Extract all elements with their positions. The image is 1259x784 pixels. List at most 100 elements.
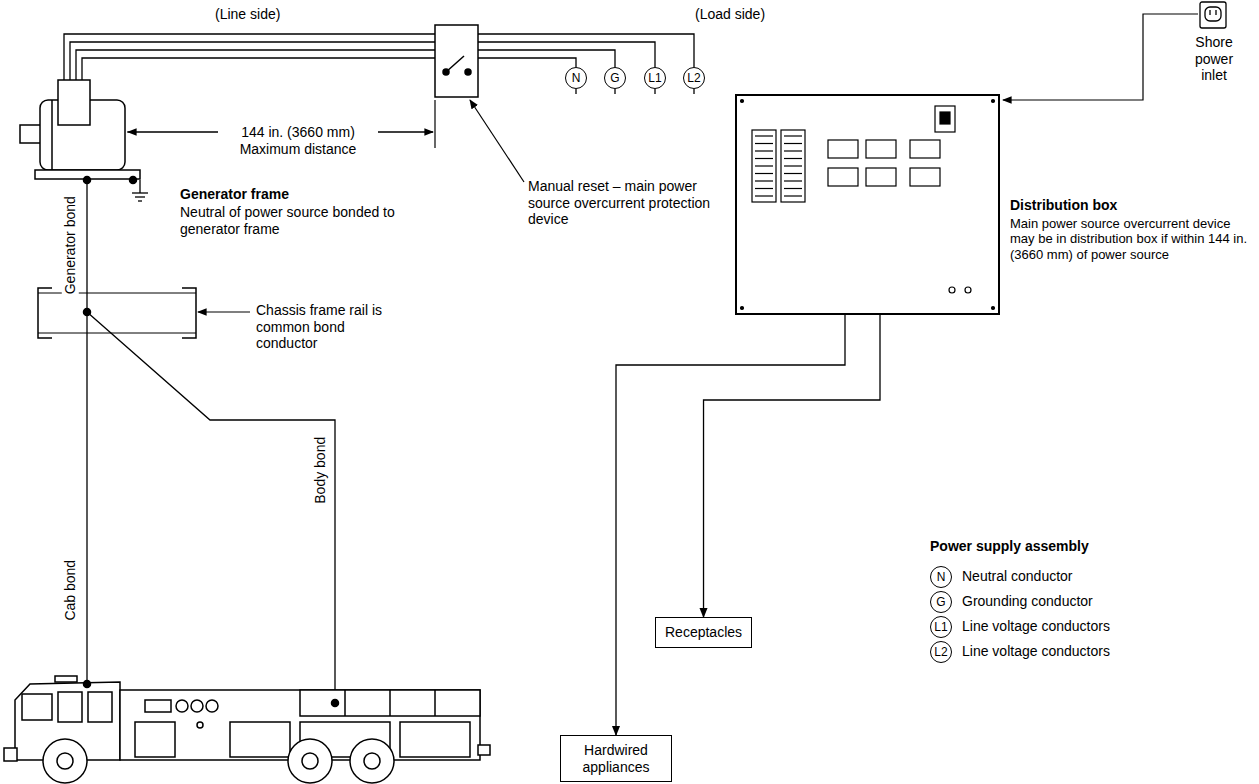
terminal-circle: L1 — [644, 67, 666, 89]
ground-symbol — [138, 200, 142, 201]
leader-lines — [198, 14, 1198, 312]
connector — [704, 315, 880, 617]
chassis-rail — [38, 333, 196, 334]
terminal-circle: G — [604, 67, 626, 89]
terminal-circle: L2 — [683, 67, 705, 89]
distribution-panel — [784, 135, 802, 136]
fire-truck — [57, 753, 73, 769]
distribution-panel — [755, 165, 773, 166]
annotation: Shore power inlet — [1183, 34, 1245, 84]
distribution-panel — [949, 287, 955, 293]
annotation: Neutral of power source bonded to genera… — [180, 204, 405, 237]
power-wires — [76, 50, 435, 82]
bond-wires — [87, 180, 335, 703]
generator — [20, 125, 42, 143]
chassis-rail — [38, 288, 52, 338]
terminal-circle: N — [565, 67, 587, 89]
fire-truck — [350, 739, 394, 783]
shore-inlet-icon — [1205, 7, 1221, 21]
distribution-panel — [784, 165, 802, 166]
fire-truck — [206, 700, 218, 712]
dimension-line — [434, 100, 435, 148]
fire-truck — [43, 739, 87, 783]
distribution-panel — [828, 168, 858, 186]
fire-truck — [84, 681, 91, 688]
fire-truck — [332, 700, 339, 707]
shore-inlet-icon — [1215, 10, 1216, 15]
leader-lines — [198, 311, 250, 312]
distribution-panel — [866, 168, 896, 186]
legend-symbol: G — [930, 591, 952, 613]
connector — [575, 89, 576, 94]
distribution-panel — [935, 106, 955, 132]
distribution-panel — [755, 173, 773, 174]
fire-truck — [389, 690, 391, 716]
fire-truck — [55, 676, 77, 682]
distribution-panel — [755, 158, 773, 159]
connector — [614, 89, 615, 94]
legend-symbol: L2 — [930, 641, 952, 663]
node-label: G — [610, 71, 619, 85]
fire-truck — [88, 692, 112, 722]
power-wires — [64, 34, 435, 82]
fire-truck — [230, 722, 290, 757]
distribution-panel — [866, 140, 896, 158]
distribution-panel — [784, 180, 802, 181]
distribution-panel — [755, 135, 773, 136]
power-wires — [70, 42, 435, 82]
leader-lines — [470, 100, 524, 182]
load-box: Hardwired appliances — [560, 735, 672, 782]
overcurrent-switch — [446, 56, 464, 72]
ground-symbol — [139, 180, 140, 193]
connector — [654, 89, 655, 94]
fire-truck — [478, 745, 490, 755]
legend-text: Line voltage conductors — [962, 618, 1110, 635]
box-heading: Distribution box — [1010, 197, 1255, 214]
node-label: L1 — [648, 71, 661, 85]
power-wires — [478, 34, 694, 67]
distribution-panel — [741, 100, 744, 103]
ground-symbol — [132, 192, 148, 193]
distribution-panel — [755, 150, 773, 151]
node-label: N — [572, 71, 581, 85]
distribution-panel — [828, 140, 858, 158]
annotation: (Load side) — [695, 6, 765, 23]
generator — [20, 80, 140, 184]
bond-label: Cab bond — [62, 559, 79, 620]
distribution-panel — [784, 195, 802, 196]
ground-symbol — [132, 180, 148, 201]
distribution-panel — [752, 130, 776, 202]
distribution-panel — [755, 143, 773, 144]
legend-text: Grounding conductor — [962, 593, 1093, 610]
distribution-panel — [741, 100, 995, 310]
annotation: (Line side) — [215, 6, 280, 23]
distribution-panel — [755, 188, 773, 189]
connector — [616, 315, 845, 735]
fire-truck — [191, 700, 203, 712]
distribution-panel — [910, 168, 940, 186]
fire-truck — [176, 700, 188, 712]
shore-inlet-icon — [1200, 2, 1226, 28]
chassis-rail — [182, 288, 196, 338]
annotation: 144 in. (3660 mm) Maximum distance — [218, 124, 378, 157]
fire-truck — [135, 722, 175, 757]
fire-truck — [197, 722, 203, 728]
annotation: Manual reset – main power source overcur… — [528, 178, 718, 228]
distribution-panel — [784, 188, 802, 189]
distribution-panel — [784, 173, 802, 174]
node-label: Hardwired appliances — [570, 742, 662, 775]
power-wires — [64, 34, 694, 82]
bond-wires — [87, 312, 335, 703]
power-wires — [478, 58, 576, 67]
node-label: Receptacles — [665, 624, 742, 641]
generator — [58, 80, 90, 125]
note-text: Main power source overcurrent device may… — [1010, 216, 1255, 262]
distribution-panel — [784, 150, 802, 151]
legend-symbol: L1 — [930, 616, 952, 638]
connector — [693, 89, 694, 94]
power-wires — [478, 42, 655, 67]
overcurrent-switch — [435, 25, 478, 97]
distribution-panel — [992, 100, 995, 103]
